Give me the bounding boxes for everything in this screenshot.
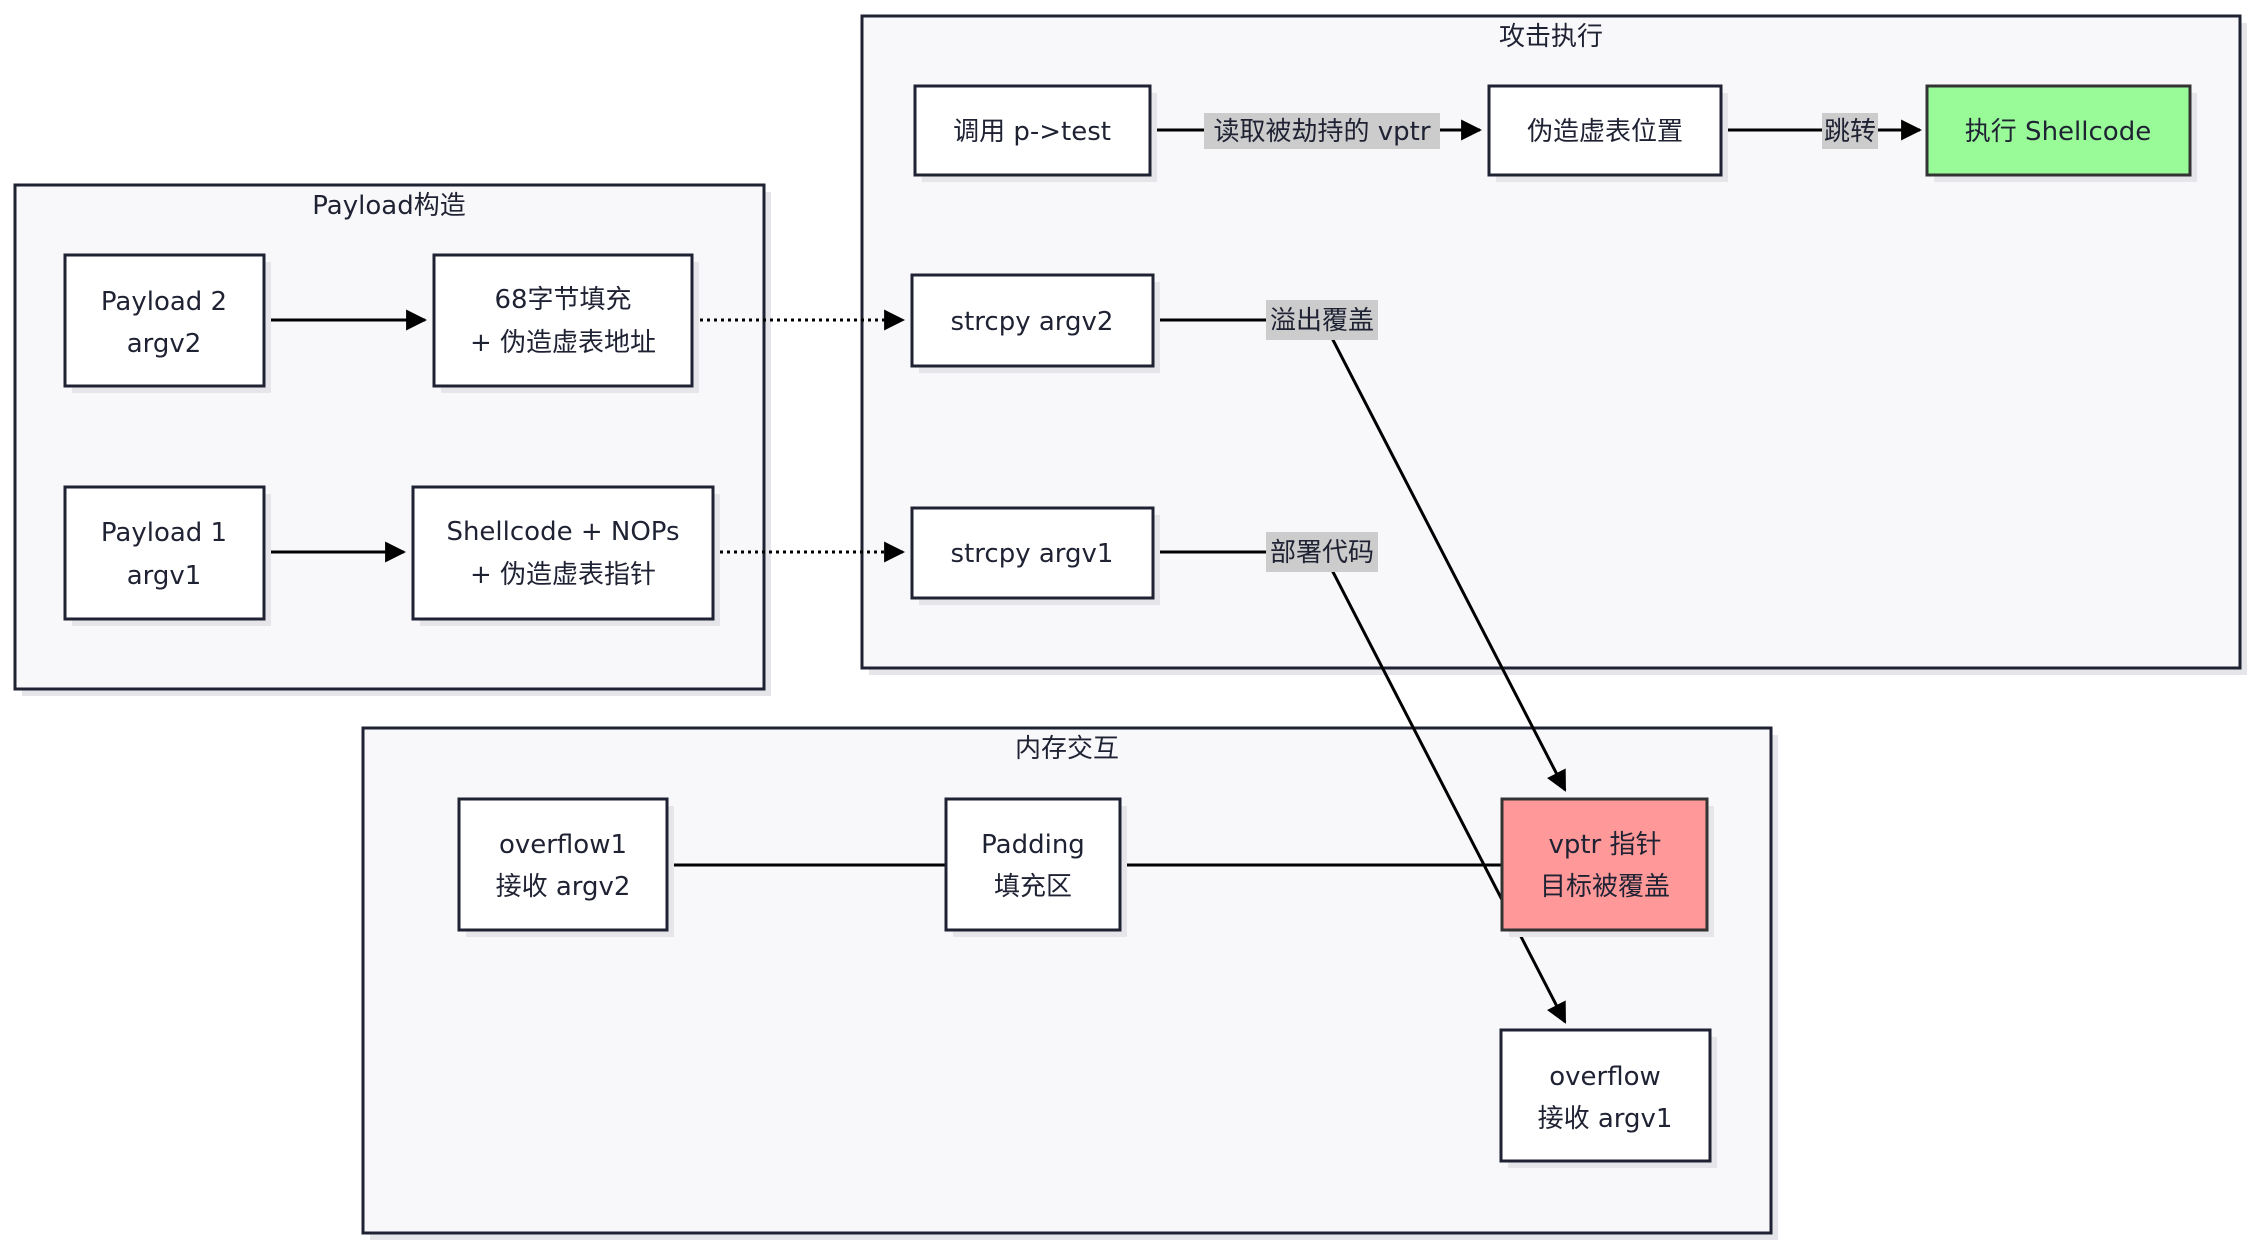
node-fake-vtable[interactable]: 伪造虚表位置 xyxy=(1487,84,1728,182)
svg-text:Payload 1: Payload 1 xyxy=(101,518,227,548)
svg-text:Payload 2: Payload 2 xyxy=(101,287,227,317)
svg-text:调用 p->test: 调用 p->test xyxy=(953,117,1111,147)
svg-text:溢出覆盖: 溢出覆盖 xyxy=(1270,306,1374,336)
node-overflow1[interactable]: overflow1 接收 argv2 xyxy=(457,797,674,937)
node-exec-shellcode[interactable]: 执行 Shellcode xyxy=(1925,84,2197,182)
node-padding[interactable]: Padding 填充区 xyxy=(944,797,1127,937)
group-payload-title: Payload构造 xyxy=(312,191,465,221)
svg-text:执行 Shellcode: 执行 Shellcode xyxy=(1965,117,2151,147)
svg-text:伪造虚表位置: 伪造虚表位置 xyxy=(1527,117,1683,147)
node-strcpy1[interactable]: strcpy argv1 xyxy=(910,506,1160,605)
node-call-test[interactable]: 调用 p->test xyxy=(913,84,1157,182)
group-attack-title: 攻击执行 xyxy=(1499,22,1603,52)
svg-text:overflow: overflow xyxy=(1549,1062,1661,1092)
svg-text:读取被劫持的 vptr: 读取被劫持的 vptr xyxy=(1213,117,1430,147)
svg-text:部署代码: 部署代码 xyxy=(1270,538,1374,568)
svg-text:跳转: 跳转 xyxy=(1824,117,1876,147)
svg-text:填充区: 填充区 xyxy=(994,872,1072,902)
node-vptr[interactable]: vptr 指针 目标被覆盖 xyxy=(1500,797,1714,937)
node-payload2[interactable]: Payload 2 argv2 xyxy=(63,253,271,393)
node-strcpy2[interactable]: strcpy argv2 xyxy=(910,273,1160,373)
group-memory-title: 内存交互 xyxy=(1015,734,1119,764)
edge-label-deploy-code: 部署代码 xyxy=(1266,532,1378,572)
node-payload1[interactable]: Payload 1 argv1 xyxy=(63,485,271,626)
node-shellcode[interactable]: Shellcode + NOPs + 伪造虚表指针 xyxy=(411,485,720,626)
svg-text:接收 argv2: 接收 argv2 xyxy=(496,872,631,902)
svg-text:68字节填充: 68字节填充 xyxy=(494,285,631,315)
node-fill68[interactable]: 68字节填充 + 伪造虚表地址 xyxy=(432,253,699,393)
svg-text:argv1: argv1 xyxy=(127,561,202,591)
svg-text:目标被覆盖: 目标被覆盖 xyxy=(1540,872,1670,902)
svg-text:Shellcode + NOPs: Shellcode + NOPs xyxy=(446,517,679,547)
svg-text:接收 argv1: 接收 argv1 xyxy=(1538,1104,1673,1134)
svg-text:+ 伪造虚表地址: + 伪造虚表地址 xyxy=(470,328,656,358)
svg-text:+ 伪造虚表指针: + 伪造虚表指针 xyxy=(470,560,656,590)
svg-text:Padding: Padding xyxy=(981,830,1085,860)
edge-label-overflow-overwrite: 溢出覆盖 xyxy=(1266,300,1378,340)
svg-text:strcpy argv2: strcpy argv2 xyxy=(951,307,1114,337)
svg-text:overflow1: overflow1 xyxy=(499,830,627,860)
edge-label-read-vptr: 读取被劫持的 vptr xyxy=(1204,113,1440,149)
node-overflow[interactable]: overflow 接收 argv1 xyxy=(1499,1028,1717,1168)
edge-label-jump: 跳转 xyxy=(1822,113,1878,149)
svg-text:strcpy argv1: strcpy argv1 xyxy=(951,539,1114,569)
svg-text:argv2: argv2 xyxy=(127,329,202,359)
svg-text:vptr 指针: vptr 指针 xyxy=(1548,830,1661,860)
